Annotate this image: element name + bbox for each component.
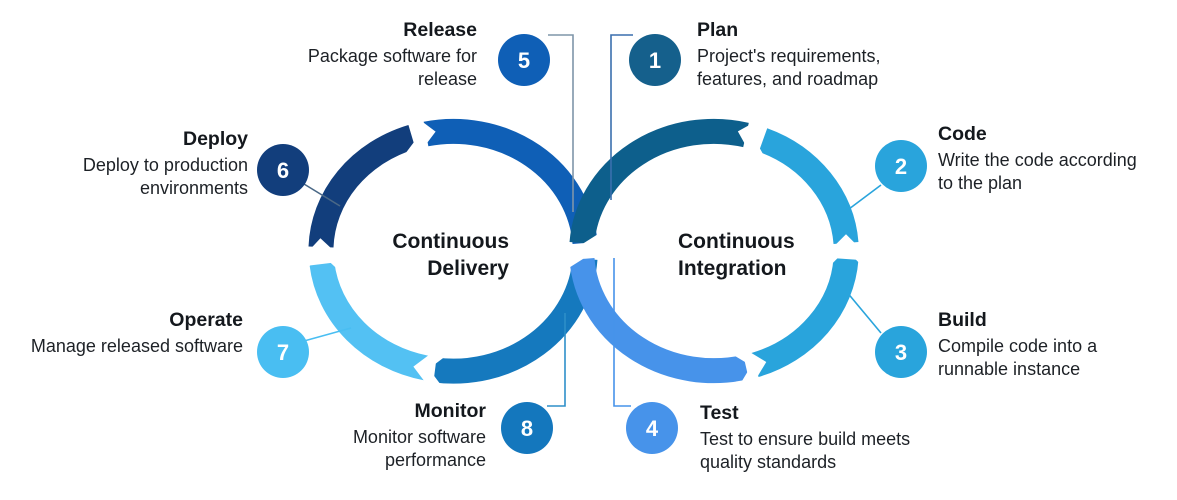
arc-left-topleft-deploy — [308, 125, 416, 248]
chevron-gap-right-bottom — [731, 344, 767, 391]
stage-badge-6-number: 6 — [277, 158, 289, 183]
chevron-gap-left-top — [402, 111, 436, 159]
connector-stage-5 — [548, 34, 574, 212]
stage-badge-8 — [501, 402, 553, 454]
stage-code: Code Write the code according to the pla… — [938, 122, 1137, 195]
stage-test-desc: Test to ensure build meets quality stand… — [700, 428, 910, 474]
stage-plan-title: Plan — [697, 19, 739, 41]
stage-code-desc-line1: Write the code according — [938, 150, 1137, 170]
arc-right-topleft-plan — [569, 118, 749, 245]
stage-deploy-title: Deploy — [182, 128, 248, 150]
stage-plan-desc-line1: Project's requirements, — [697, 46, 881, 66]
stage-test-desc-line2: quality standards — [700, 452, 837, 472]
stage-badge-8-number: 8 — [521, 416, 533, 441]
stage-deploy-desc-line1: Deploy to production — [82, 155, 248, 175]
stage-plan-desc: Project's requirements, features, and ro… — [697, 45, 881, 91]
stage-test: Test Test to ensure build meets quality … — [700, 401, 910, 474]
connector-stage-6 — [303, 183, 341, 207]
stage-deploy: Deploy Deploy to production environments — [83, 127, 248, 200]
right-loop-label-line1: Continuous — [678, 230, 795, 253]
stage-release-title: Release — [403, 19, 477, 41]
stage-badge-3 — [875, 326, 927, 378]
left-loop-label-line1: Continuous — [392, 230, 509, 253]
stage-monitor-desc-line2: performance — [384, 450, 486, 470]
arc-right-topright-code — [758, 128, 859, 245]
stage-badge-2 — [875, 140, 927, 192]
stage-build-desc-line1: Compile code into a — [938, 336, 1098, 356]
stage-badge-1-number: 1 — [649, 48, 661, 73]
stage-operate: Operate Manage released software — [31, 308, 243, 358]
connector-stage-3 — [845, 290, 882, 334]
stage-plan-desc-line2: features, and roadmap — [697, 69, 879, 89]
stage-release-desc: Package software for release — [308, 45, 477, 91]
flow-chevrons — [297, 111, 870, 394]
stage-release: Release Package software for release — [308, 18, 477, 91]
stage-code-desc: Write the code according to the plan — [938, 149, 1137, 195]
stage-badges: 1 2 3 4 5 6 7 8 — [257, 34, 927, 454]
stage-badge-4-number: 4 — [646, 416, 659, 441]
chevron-gap-right-middle — [822, 234, 870, 266]
left-loop-label: Continuous Delivery — [392, 228, 509, 282]
stage-badge-7 — [257, 326, 309, 378]
stage-build: Build Compile code into a runnable insta… — [938, 308, 1097, 381]
stage-build-title: Build — [938, 309, 987, 331]
arc-right-bottomright-build — [751, 257, 859, 377]
connector-stage-7 — [303, 327, 352, 342]
stage-badge-6 — [257, 144, 309, 196]
stage-badge-5-number: 5 — [518, 48, 530, 73]
stage-deploy-desc-line2: environments — [139, 178, 248, 198]
arc-left-topright-release — [423, 118, 598, 245]
stage-badge-7-number: 7 — [277, 340, 289, 365]
left-loop-label-line2: Delivery — [427, 257, 509, 280]
chevron-gap-right-top — [737, 114, 773, 161]
stage-test-desc-line1: Test to ensure build meets — [700, 429, 911, 449]
stage-test-title: Test — [700, 402, 739, 424]
connector-stage-2 — [844, 184, 882, 213]
stage-operate-desc: Manage released software — [31, 335, 243, 358]
connector-stage-4 — [613, 258, 631, 407]
stage-badge-5 — [498, 34, 550, 86]
stage-plan: Plan Project's requirements, features, a… — [697, 18, 881, 91]
stage-release-desc-line1: Package software for — [307, 46, 477, 66]
chevron-gap-left-bottom — [413, 346, 447, 394]
right-loop-label: Continuous Integration — [678, 228, 795, 282]
stage-monitor-desc: Monitor software performance — [353, 426, 486, 472]
stage-badge-4 — [626, 402, 678, 454]
stage-badge-1 — [629, 34, 681, 86]
stage-badge-3-number: 3 — [895, 340, 907, 365]
connector-stage-1 — [610, 34, 633, 200]
right-loop-label-line2: Integration — [678, 257, 787, 280]
stage-badge-2-number: 2 — [895, 154, 907, 179]
stage-code-desc-line2: to the plan — [938, 173, 1023, 193]
center-crossing-gap — [562, 232, 608, 268]
connectors — [303, 34, 882, 407]
right-loop — [569, 118, 859, 384]
stage-deploy-desc: Deploy to production environments — [83, 154, 248, 200]
arc-left-bottomleft-operate — [309, 262, 429, 381]
stage-code-title: Code — [938, 123, 987, 145]
stage-monitor-title: Monitor — [414, 400, 486, 422]
stage-build-desc: Compile code into a runnable instance — [938, 335, 1097, 381]
stage-operate-title: Operate — [169, 309, 243, 331]
stage-monitor: Monitor Monitor software performance — [353, 399, 486, 472]
stage-monitor-desc-line1: Monitor software — [352, 427, 486, 447]
chevron-gap-left-middle — [297, 238, 346, 271]
stage-release-desc-line2: release — [417, 69, 477, 89]
connector-stage-8 — [547, 313, 566, 407]
stage-build-desc-line2: runnable instance — [938, 359, 1081, 379]
stage-operate-desc-line1: Manage released software — [30, 336, 243, 356]
arc-right-bottomleft-test — [569, 257, 749, 384]
